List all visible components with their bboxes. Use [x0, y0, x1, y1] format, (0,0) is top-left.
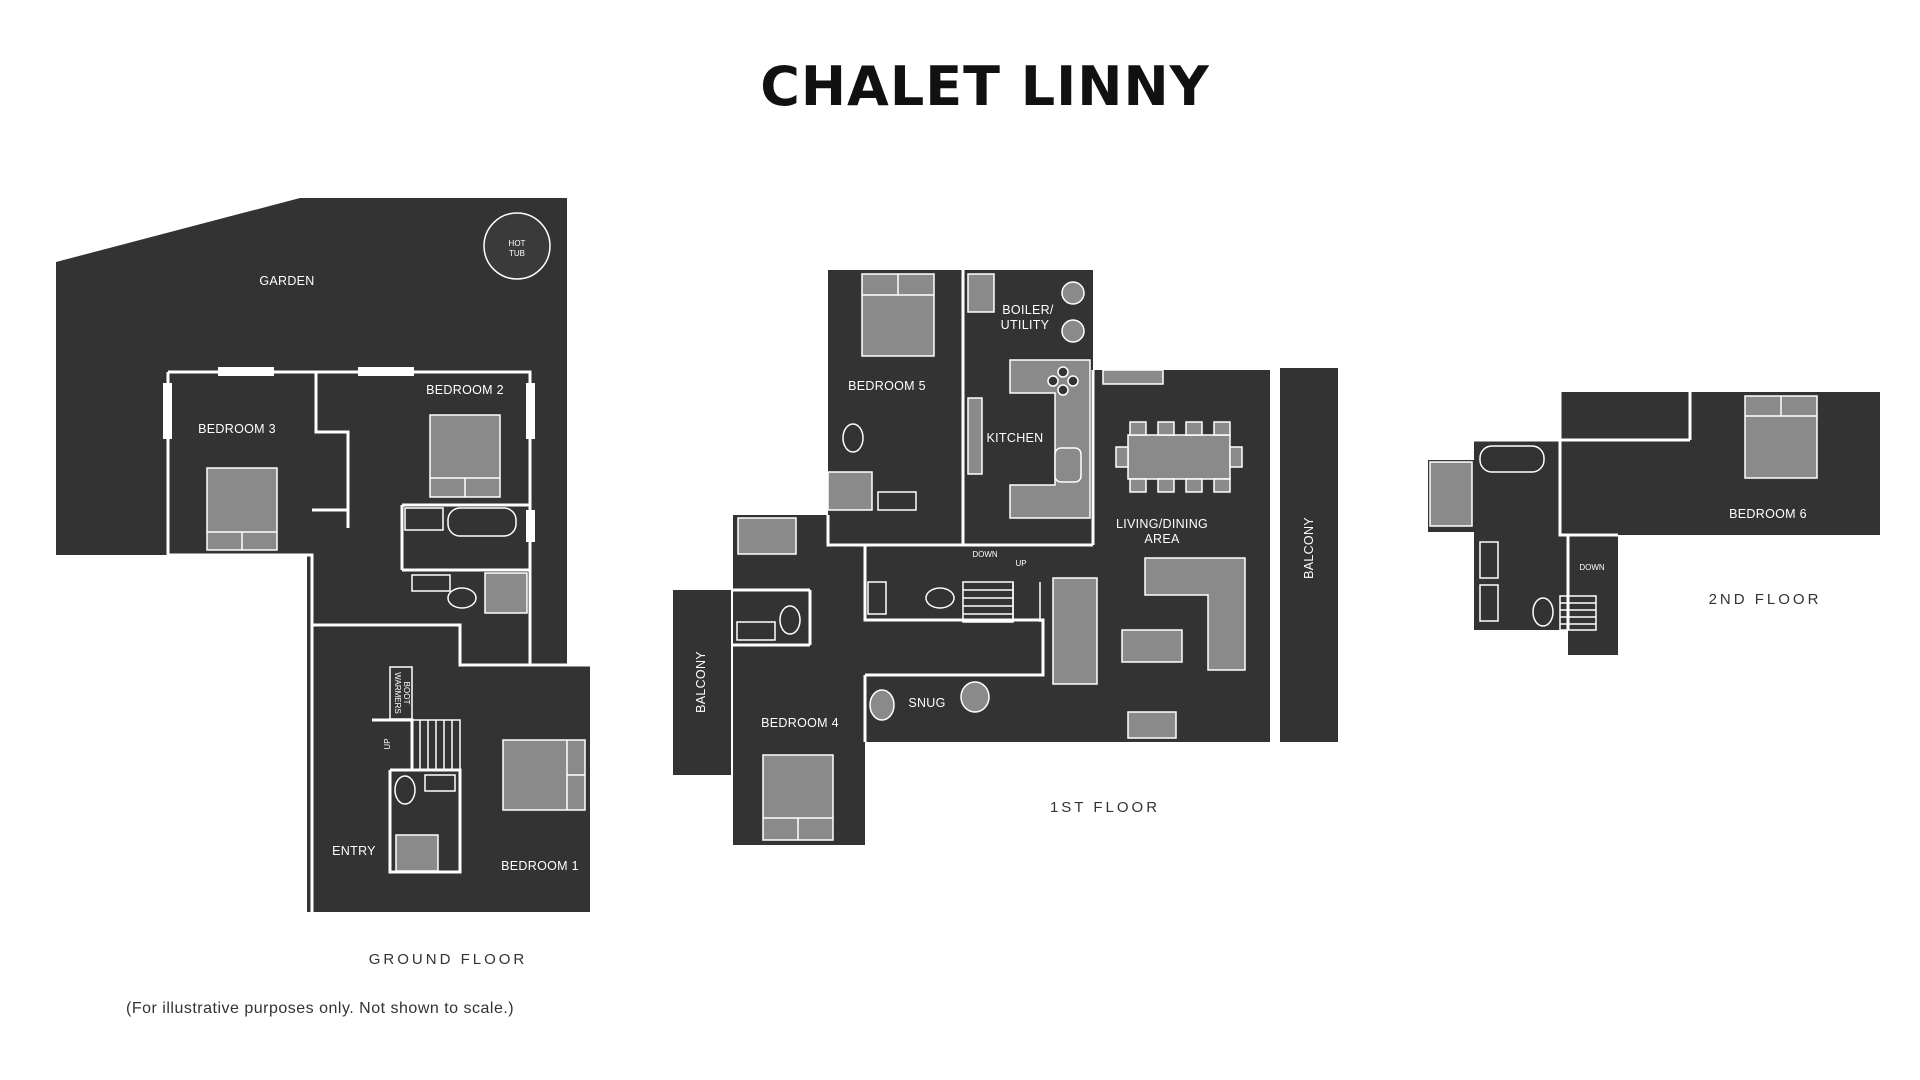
- bedroom-4-label: BEDROOM 4: [761, 716, 839, 730]
- ground-floor-house: [307, 552, 590, 912]
- balcony-left: [673, 590, 731, 775]
- kitchen-label: KITCHEN: [987, 431, 1044, 445]
- ground-floor-plan: HOT TUB GARDEN BEDROOM 3 BEDROOM 2: [56, 198, 590, 968]
- shower-icon: [395, 834, 439, 872]
- entry-label: ENTRY: [332, 844, 376, 858]
- bed-icon: [1744, 395, 1818, 479]
- sink-icon: [877, 491, 917, 511]
- first-floor-walls: [733, 270, 1277, 742]
- sink-icon: [404, 507, 444, 531]
- window: [358, 367, 414, 376]
- sofa-icon: [1144, 557, 1246, 671]
- bedroom-6-label: BEDROOM 6: [1729, 507, 1807, 521]
- toilet-icon: [447, 587, 477, 609]
- stairs-icon: [962, 581, 1041, 623]
- shower-icon: [484, 572, 528, 614]
- shower-icon: [1429, 461, 1473, 527]
- balcony-right-label: BALCONY: [1302, 517, 1316, 579]
- bed-icon: [861, 273, 935, 357]
- bathtub-icon: [447, 507, 517, 537]
- hot-tub-label: HOT: [509, 239, 526, 248]
- first-floor-plan: BEDROOM 5 BOILER/ UTILITY KITCHEN: [673, 270, 1338, 845]
- boiler-utility-label-2: UTILITY: [1001, 318, 1050, 332]
- stairs-down-label: DOWN: [1579, 563, 1605, 572]
- snug-label: SNUG: [908, 696, 945, 710]
- stairs-icon: [1559, 595, 1597, 631]
- sink-icon: [424, 774, 456, 792]
- fireplace-icon: [1127, 711, 1177, 739]
- first-floor-label: 1ST FLOOR: [1050, 799, 1160, 816]
- stairs-up-label: UP: [383, 738, 392, 749]
- sink-icon: [1479, 541, 1499, 579]
- window: [526, 383, 535, 439]
- chair-icon: [869, 689, 895, 721]
- balcony-left-label: BALCONY: [694, 651, 708, 713]
- bed-icon: [502, 739, 586, 811]
- toilet-icon: [394, 775, 416, 805]
- kitchen-sink-icon: [1054, 447, 1082, 483]
- hot-tub-icon: [483, 212, 551, 280]
- bed-icon: [762, 754, 834, 841]
- window: [526, 510, 535, 542]
- boot-warmers-label: BOOT: [402, 682, 411, 705]
- sink-icon: [1479, 584, 1499, 622]
- shower-icon: [737, 517, 797, 555]
- boiler-icon: [1061, 281, 1085, 305]
- boiler-utility-label: BOILER/: [1002, 303, 1054, 317]
- toilet-icon: [1532, 597, 1554, 627]
- coffee-table: [1121, 629, 1183, 663]
- balcony-right: [1280, 368, 1338, 742]
- hob-icon: [1047, 366, 1079, 396]
- stairs-icon: [411, 719, 461, 771]
- dining-table-icon: [1115, 421, 1243, 493]
- page-title: CHALET LINNY: [760, 55, 1210, 118]
- first-floor-house: [733, 270, 1270, 845]
- chair-icon: [960, 681, 990, 713]
- toilet-icon: [925, 587, 955, 609]
- hot-tub-label-2: TUB: [509, 249, 525, 258]
- stairs-up-label: UP: [1015, 559, 1026, 568]
- bed-icon: [206, 467, 278, 551]
- bedroom-5-label: BEDROOM 5: [848, 379, 926, 393]
- utility-unit: [967, 273, 995, 313]
- stairs-down-label: DOWN: [972, 550, 998, 559]
- toilet-icon: [779, 605, 801, 635]
- boot-warmers-unit: [389, 666, 413, 720]
- boiler-icon: [1061, 319, 1085, 343]
- living-dining-label-2: AREA: [1144, 532, 1180, 546]
- kitchen-cabinet: [967, 397, 983, 475]
- bedroom-3-label: BEDROOM 3: [198, 422, 276, 436]
- shower-icon: [827, 471, 873, 511]
- bathtub-icon: [1479, 445, 1545, 473]
- garden-label: GARDEN: [259, 274, 314, 288]
- window: [163, 383, 172, 439]
- boot-warmers-label-2: WARMERS: [393, 672, 402, 713]
- second-floor-walls: [1474, 392, 1692, 630]
- second-floor-label: 2ND FLOOR: [1709, 591, 1822, 608]
- disclaimer-note: (For illustrative purposes only. Not sho…: [126, 1000, 514, 1017]
- bedroom-2-label: BEDROOM 2: [426, 383, 504, 397]
- toilet-icon: [842, 423, 864, 453]
- second-floor-plan: BEDROOM 6 DOWN 2ND FLOOR: [1428, 392, 1880, 655]
- living-dining-label: LIVING/DINING: [1116, 517, 1208, 531]
- window: [218, 367, 274, 376]
- sideboard: [1102, 369, 1164, 385]
- sink-icon: [736, 621, 776, 641]
- sink-icon: [867, 581, 887, 615]
- sofa-icon: [1052, 577, 1098, 685]
- ground-floor-label: GROUND FLOOR: [369, 951, 528, 968]
- bed-icon: [429, 414, 501, 498]
- bedroom-1-label: BEDROOM 1: [501, 859, 579, 873]
- sink-icon: [411, 574, 451, 592]
